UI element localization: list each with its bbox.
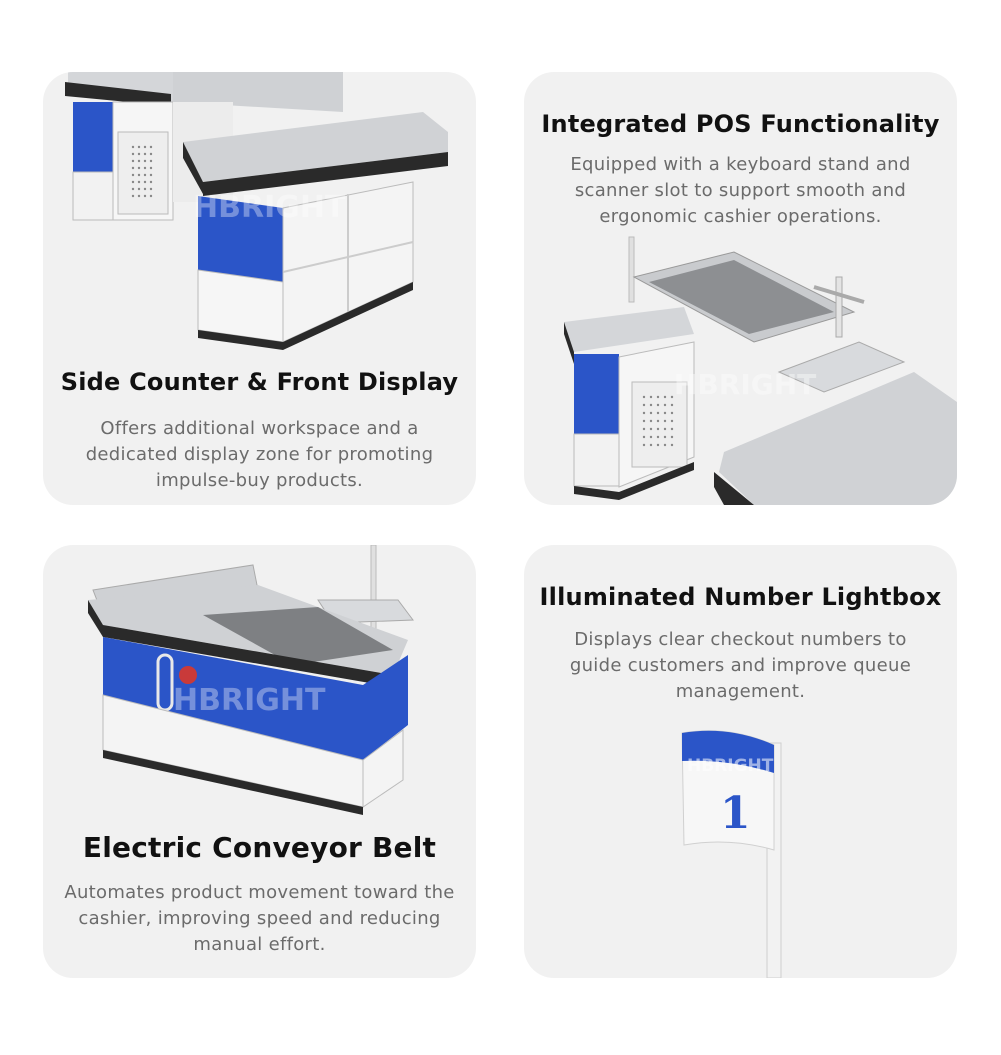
card-description: Displays clear checkout numbers to guide… [569,629,912,702]
card-description: Offers additional workspace and a dedica… [85,418,434,491]
card-title: Side Counter & Front Display [60,368,459,396]
feature-card-lightbox: Illuminated Number Lightbox Displays cle… [524,545,957,978]
card-title: Electric Conveyor Belt [82,831,437,864]
watermark-logo: HBRIGHT [687,756,774,776]
lightbox-number: 1 [720,788,751,839]
feature-card-pos: Integrated POS Functionality Equipped wi… [524,72,957,505]
watermark-logo: HBRIGHT [674,368,816,401]
card-title: Illuminated Number Lightbox [539,583,942,611]
card-description: Automates product movement toward the ca… [64,882,455,955]
card-title: Integrated POS Functionality [541,110,940,138]
watermark-logo: HBRIGHT [173,683,326,718]
pos-counter-illustration: HBRIGHT [564,236,957,505]
card-description: Equipped with a keyboard stand and scann… [570,154,911,227]
feature-card-side-counter: HBRIGHT Side Counter & Front Display Off… [43,72,476,505]
feature-card-conveyor: HBRIGHT Electric Conveyor Belt Automates… [43,545,476,978]
side-counter-illustration: HBRIGHT [65,72,448,350]
watermark-logo: HBRIGHT [193,190,346,225]
lightbox-illustration: HBRIGHT 1 [681,730,782,978]
conveyor-counter-illustration: HBRIGHT [88,545,414,815]
